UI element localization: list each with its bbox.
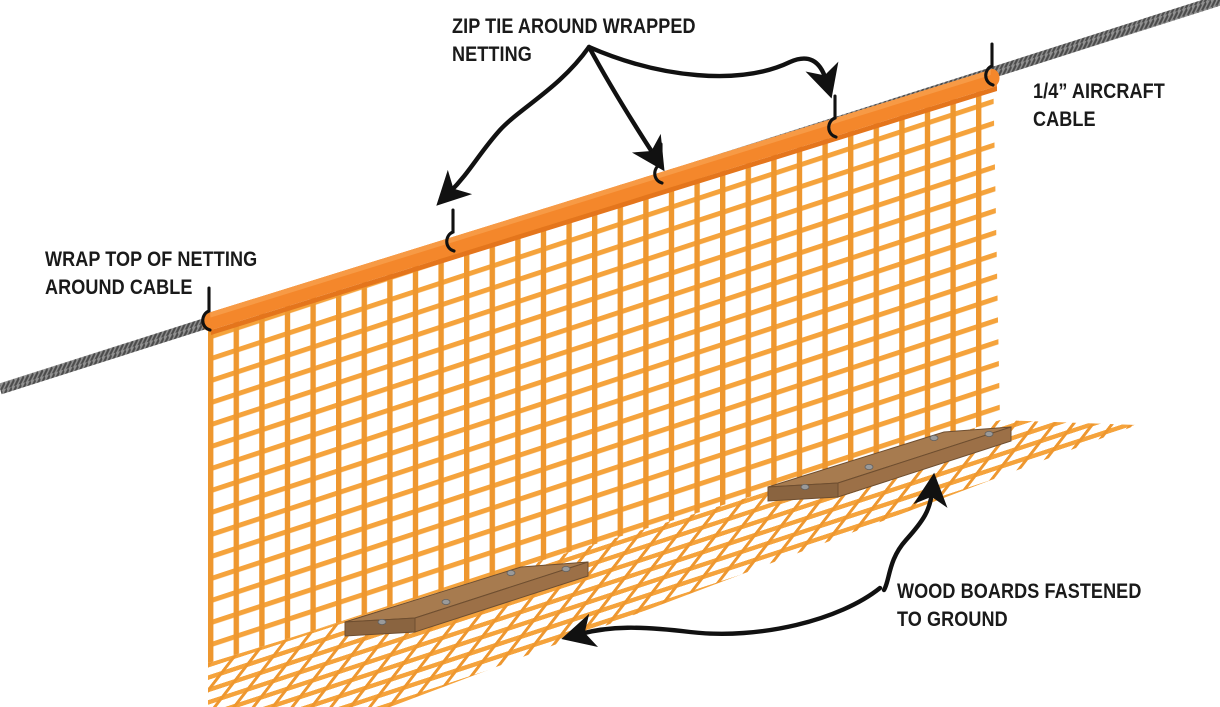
zip-tie-callout: ZIP TIE AROUND WRAPPED NETTING bbox=[452, 15, 696, 67]
screw-icon bbox=[506, 570, 516, 577]
wrap-top-callout-line-2: AROUND CABLE bbox=[45, 276, 192, 300]
screw-icon bbox=[441, 599, 451, 606]
arrow-wood-board-near bbox=[561, 585, 883, 647]
wood-boards-callout: WOOD BOARDS FASTENED TO GROUND bbox=[897, 580, 1141, 632]
zip-tie-callout-line-2: NETTING bbox=[452, 43, 532, 67]
wood-boards-callout-line-1: WOOD BOARDS FASTENED bbox=[897, 580, 1141, 604]
arrow-zip-tie-right bbox=[586, 44, 839, 99]
arrow-zip-tie-left bbox=[436, 44, 592, 206]
wood-board-screws bbox=[800, 430, 994, 490]
screw-icon bbox=[377, 619, 387, 626]
netting-panel bbox=[208, 69, 1000, 663]
zip-tie-icon bbox=[827, 94, 838, 139]
zip-tie-icon bbox=[445, 208, 456, 253]
screw-icon bbox=[561, 566, 571, 573]
netting-panel-mesh bbox=[208, 69, 1000, 663]
wrap-band-highlight bbox=[208, 69, 994, 318]
aircraft-cable-callout-line-1: 1/4” AIRCRAFT bbox=[1033, 80, 1165, 104]
wood-board-far bbox=[767, 426, 1012, 502]
callout-labels: ZIP TIE AROUND WRAPPED NETTING 1/4” AIRC… bbox=[45, 15, 1165, 632]
leader-arrows bbox=[436, 44, 948, 647]
screw-icon bbox=[800, 483, 810, 490]
wrap-end-right bbox=[990, 69, 1000, 87]
arrow-zip-tie-middle bbox=[586, 44, 665, 172]
screw-icon bbox=[984, 430, 994, 437]
screw-icon bbox=[929, 434, 939, 441]
wood-board-side bbox=[837, 426, 1012, 498]
top-wrap-band bbox=[201, 69, 1000, 335]
wood-board-screws bbox=[377, 566, 571, 626]
wrap-band-shadow bbox=[211, 86, 997, 335]
wood-boards-callout-line-2: TO GROUND bbox=[897, 608, 1008, 632]
aircraft-cable-callout-line-2: CABLE bbox=[1033, 108, 1096, 132]
ground-netting-mesh bbox=[208, 420, 1137, 707]
zip-tie-callout-line-1: ZIP TIE AROUND WRAPPED bbox=[452, 15, 696, 39]
zip-tie-icon bbox=[984, 42, 995, 87]
screw-icon bbox=[864, 463, 874, 470]
aircraft-cable-callout: 1/4” AIRCRAFT CABLE bbox=[1033, 80, 1165, 132]
wood-board-near bbox=[344, 561, 589, 637]
ground-netting bbox=[208, 420, 1137, 707]
wrap-top-callout: WRAP TOP OF NETTING AROUND CABLE bbox=[45, 248, 257, 300]
arrow-wood-board-far bbox=[881, 472, 948, 593]
wrap-top-callout-line-1: WRAP TOP OF NETTING bbox=[45, 248, 257, 272]
wood-board-side bbox=[414, 561, 589, 633]
zip-tie-icon bbox=[201, 286, 212, 332]
